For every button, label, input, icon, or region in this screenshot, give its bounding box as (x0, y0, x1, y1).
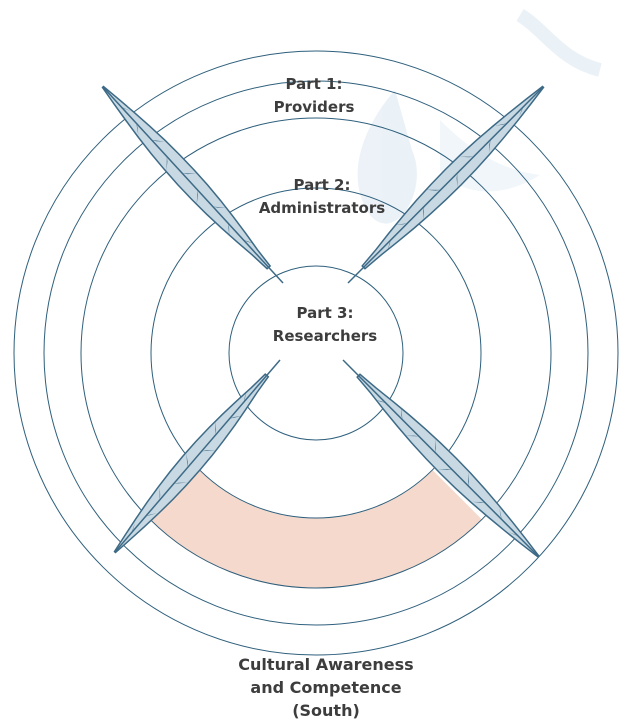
part2-name: Administrators (259, 199, 385, 217)
feather-northwest (101, 85, 284, 284)
feather-marking (508, 532, 519, 537)
feather-marking (435, 438, 436, 454)
feather-marking (186, 453, 188, 468)
feather-marking (215, 421, 217, 435)
feather-marking (489, 139, 491, 153)
feather-marking (423, 206, 425, 221)
feather-marking (212, 206, 227, 208)
feather-marking (121, 106, 131, 112)
feather-marking (136, 123, 139, 135)
middle-ring (80, 117, 552, 589)
outer-ring (43, 80, 589, 626)
middle-inner-ring (150, 187, 482, 519)
caption-line3: (South) (292, 701, 360, 720)
feather-northeast (347, 85, 545, 284)
inner-ring (228, 265, 404, 441)
feather-marking (243, 239, 255, 244)
caption-line2: and Competence (250, 678, 401, 697)
south-quadrant-highlight (149, 470, 483, 589)
feather-marking (437, 469, 453, 470)
feather-marking (166, 156, 168, 171)
feather-marking (426, 189, 441, 191)
feather-marking (173, 482, 188, 484)
rings (13, 50, 619, 656)
feather-marking (387, 239, 391, 251)
feather-marking (375, 399, 386, 404)
feathers-group (101, 85, 545, 558)
feather-marking (472, 501, 486, 504)
feather-marking (400, 407, 403, 420)
feather-marking (519, 106, 524, 117)
feather-marking (395, 223, 408, 225)
part2-title: Part 2: (294, 176, 351, 194)
feather-marking (405, 435, 420, 437)
feather-marking (459, 156, 474, 158)
feather-marking (196, 189, 198, 205)
feather-marking (228, 223, 230, 236)
feather-marking (182, 173, 197, 175)
part1-name: Providers (274, 98, 355, 116)
feather-marking (159, 487, 161, 501)
feather-quill (342, 359, 539, 557)
watermark-logo (357, 8, 602, 224)
feather-quill (347, 86, 544, 284)
feather-marking (145, 513, 157, 517)
part3-title: Part 3: (297, 304, 354, 322)
feather-marking (151, 139, 165, 142)
part3-name: Researchers (273, 327, 377, 345)
feather-marking (201, 450, 216, 452)
feather-marking (468, 472, 469, 487)
feather-marking (456, 173, 458, 188)
outer-ring-2 (13, 50, 619, 656)
caption-line1: Cultural Awareness (238, 655, 413, 674)
feather-marking (229, 416, 242, 419)
feather-marking (499, 508, 502, 520)
feather-quill (102, 86, 284, 284)
feather-marking (131, 522, 135, 533)
feather-quill (114, 359, 281, 553)
feather-marking (495, 123, 507, 126)
feather-southeast (342, 359, 540, 558)
feather-marking (243, 391, 247, 403)
feather-southwest (113, 359, 281, 554)
part1-title: Part 1: (286, 75, 343, 93)
